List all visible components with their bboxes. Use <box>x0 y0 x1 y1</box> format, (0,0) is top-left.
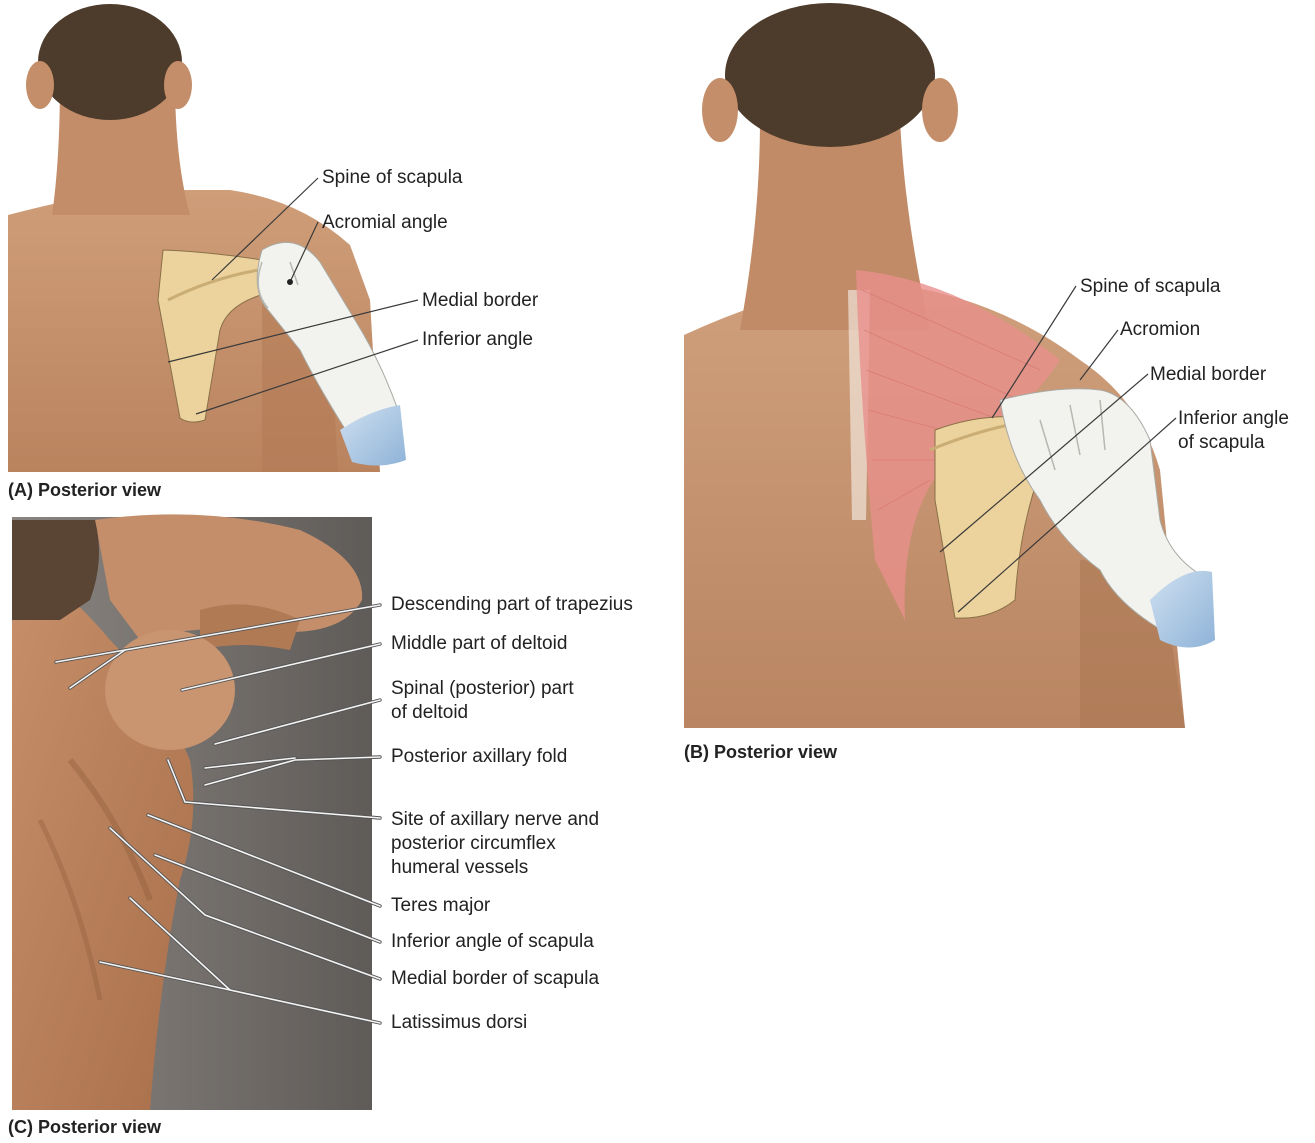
panel-c-caption: (C) Posterior view <box>8 1117 161 1138</box>
panel-a-label-medial-border: Medial border <box>422 289 538 313</box>
panel-b-label-spine-of-scapula: Spine of scapula <box>1080 275 1221 299</box>
panel-c-label-axillary-nerve-2: posterior circumflex <box>391 832 556 856</box>
panel-c-label-descending-trapezius: Descending part of trapezius <box>391 593 633 617</box>
panel-b-label-inferior-angle: Inferior angle <box>1178 407 1289 431</box>
panel-a-label-spine-of-scapula: Spine of scapula <box>322 166 463 190</box>
panel-c-label-latissimus-dorsi: Latissimus dorsi <box>391 1011 527 1035</box>
panel-c-label-middle-deltoid: Middle part of deltoid <box>391 632 567 656</box>
panel-a-illustration <box>8 4 418 472</box>
panel-a-caption: (A) Posterior view <box>8 480 161 501</box>
panel-c-label-posterior-axillary-fold: Posterior axillary fold <box>391 745 567 769</box>
panel-c-label-axillary-nerve-3: humeral vessels <box>391 856 528 880</box>
panel-b-label-of-scapula: of scapula <box>1178 431 1265 455</box>
panel-c-label-medial-border-of-scapula: Medial border of scapula <box>391 967 599 991</box>
panel-c-label-inferior-angle-of-scapula: Inferior angle of scapula <box>391 930 594 954</box>
panel-b-illustration <box>684 3 1215 728</box>
panel-b-label-medial-border: Medial border <box>1150 363 1266 387</box>
panel-b-label-acromion: Acromion <box>1120 318 1200 342</box>
panel-c-label-spinal-deltoid-2: of deltoid <box>391 701 468 725</box>
panel-c-label-teres-major: Teres major <box>391 894 490 918</box>
panel-c-label-spinal-deltoid-1: Spinal (posterior) part <box>391 677 574 701</box>
panel-a-label-acromial-angle: Acromial angle <box>322 211 448 235</box>
panel-b-caption: (B) Posterior view <box>684 742 837 763</box>
panel-a-label-inferior-angle: Inferior angle <box>422 328 533 352</box>
panel-c-label-axillary-nerve-1: Site of axillary nerve and <box>391 808 599 832</box>
panel-c-photo <box>12 514 380 1110</box>
